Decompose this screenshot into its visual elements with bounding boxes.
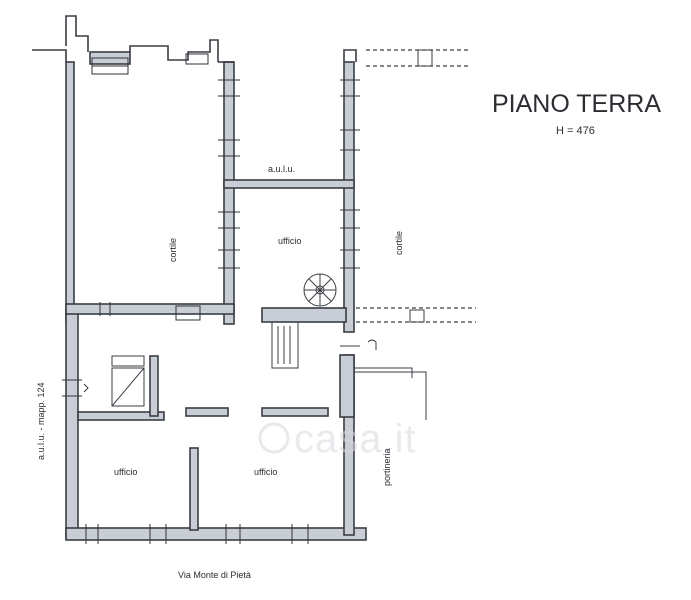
- window-marks: [62, 53, 360, 544]
- watermark: casa.it: [258, 417, 417, 461]
- building-walls: [65, 51, 367, 541]
- room-label-cortile-left: cortile: [168, 238, 178, 262]
- plan-height: H = 476: [556, 125, 595, 137]
- room-label-aulu-side: a.u.l.u. - mapp. 124: [36, 382, 46, 460]
- room-label-aulu-top: a.u.l.u.: [268, 164, 295, 174]
- watermark-text: casa.it: [294, 417, 417, 461]
- room-label-cortile-right: cortile: [394, 231, 404, 255]
- right-annex: [83, 307, 476, 420]
- street-label: Via Monte di Pietà: [178, 570, 251, 580]
- plan-title: PIANO TERRA: [492, 90, 661, 118]
- top-outline: [32, 15, 470, 67]
- stairs: [111, 273, 337, 407]
- room-label-ufficio-center: ufficio: [278, 236, 301, 246]
- room-label-ufficio-bottom-left: ufficio: [114, 467, 137, 477]
- room-label-ufficio-bottom-center: ufficio: [254, 467, 277, 477]
- room-label-portineria: portineria: [382, 448, 392, 486]
